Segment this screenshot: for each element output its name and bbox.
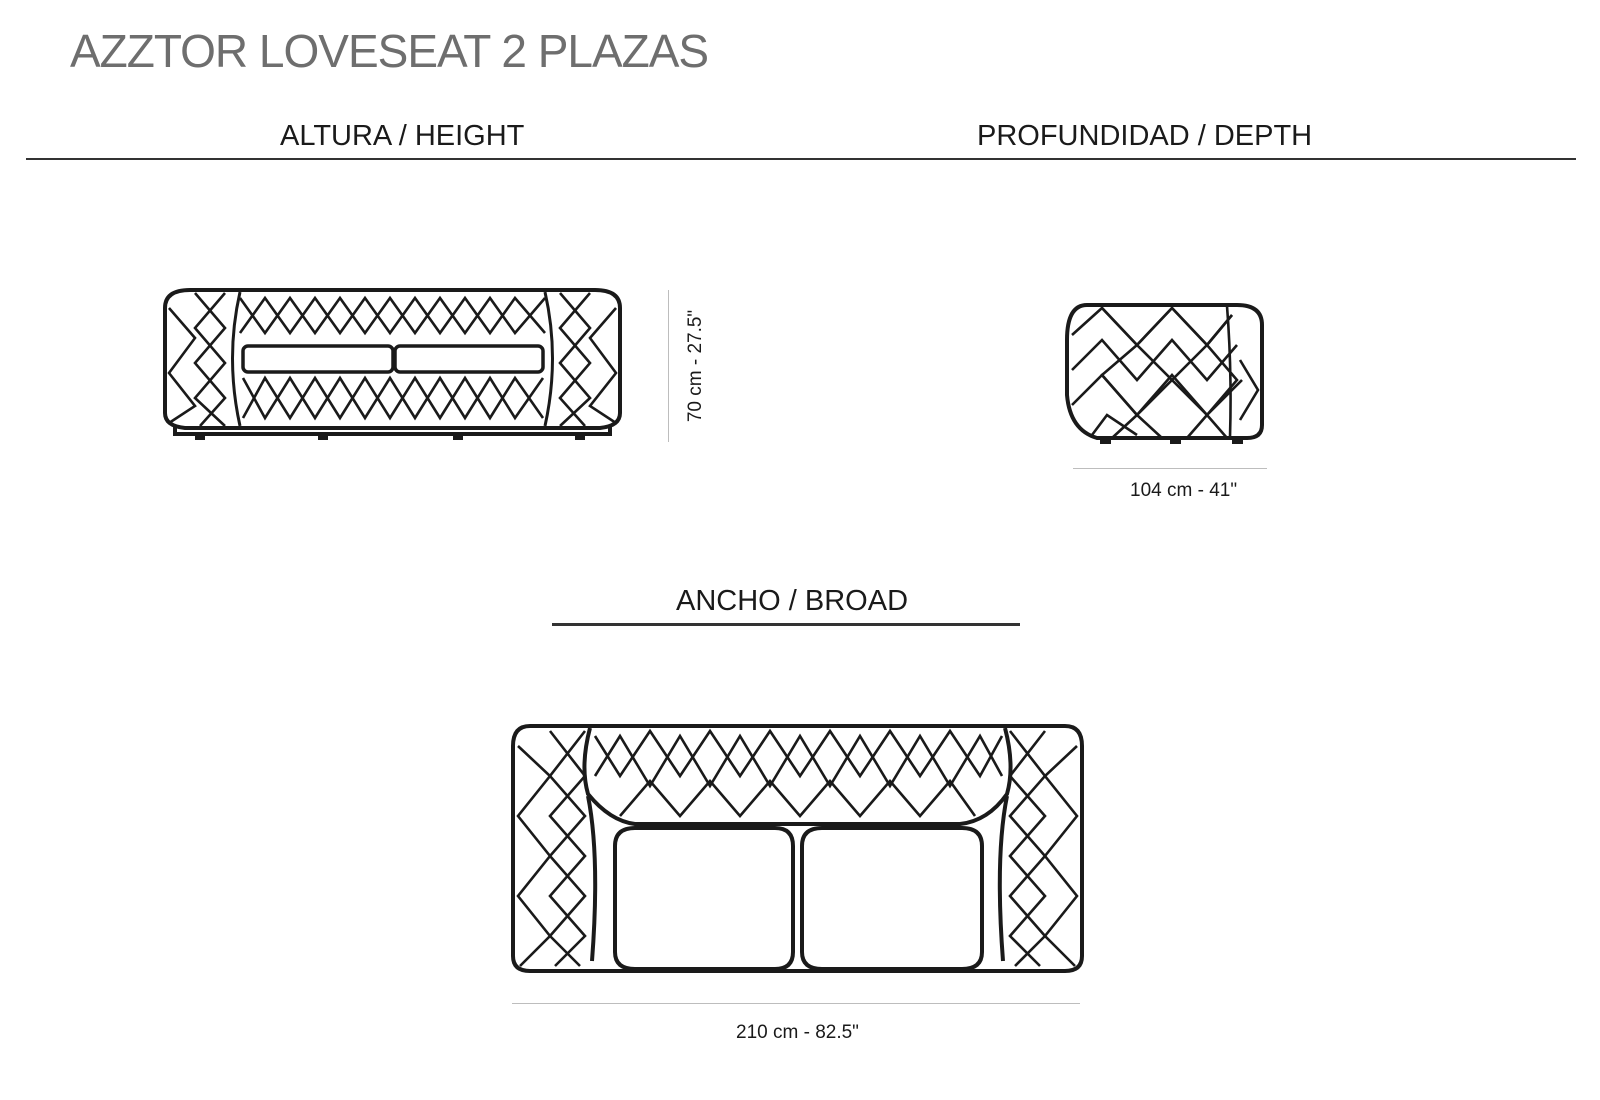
sofa-front-view	[155, 288, 630, 440]
height-section-label: ALTURA / HEIGHT	[280, 120, 525, 152]
broad-section-label: ANCHO / BROAD	[676, 585, 909, 617]
page-title: AZZTOR LOVESEAT 2 PLAZAS	[70, 25, 709, 77]
broad-dimension-label: 210 cm - 82.5"	[736, 1022, 859, 1043]
sofa-side-view	[1062, 300, 1272, 444]
depth-dimension-label: 104 cm - 41"	[1130, 480, 1238, 501]
depth-section-label: PROFUNDIDAD / DEPTH	[977, 120, 1313, 152]
sofa-top-view	[510, 716, 1085, 976]
broad-dimension-line	[512, 1003, 1080, 1004]
depth-dimension-line	[1073, 468, 1267, 469]
top-divider	[26, 158, 1576, 160]
height-dimension-line	[668, 290, 669, 442]
broad-divider	[552, 623, 1020, 626]
height-dimension-label: 70 cm - 27.5"	[685, 309, 706, 423]
